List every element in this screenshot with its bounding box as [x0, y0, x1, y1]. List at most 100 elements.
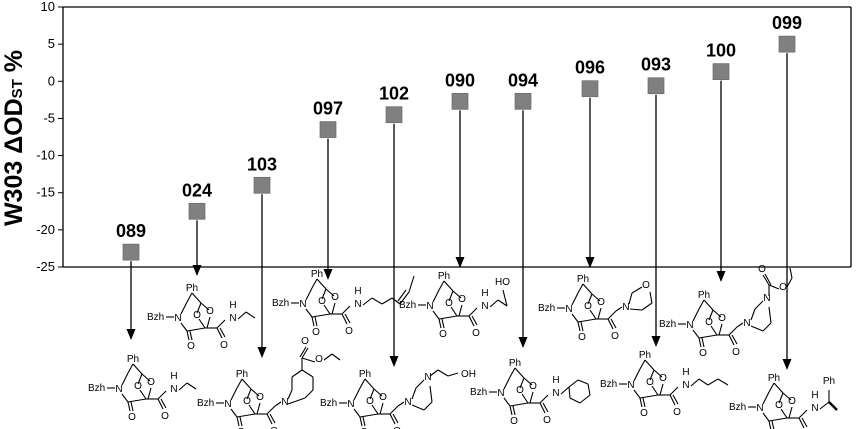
bond	[311, 313, 331, 318]
bond	[269, 413, 276, 424]
data-point-099	[778, 35, 796, 53]
y-tick-label: -5	[43, 110, 55, 125]
bond	[762, 412, 770, 422]
bond	[432, 289, 440, 303]
bond	[750, 308, 756, 321]
bond	[239, 416, 243, 427]
atom-label: O	[161, 411, 169, 422]
bond	[587, 293, 593, 305]
atom-label: O	[779, 282, 787, 293]
bond	[778, 392, 784, 404]
bond	[186, 330, 190, 341]
bond	[364, 378, 375, 390]
bond	[571, 292, 579, 306]
atom-label: N	[481, 301, 488, 312]
bond	[798, 417, 805, 429]
bond	[773, 382, 784, 394]
bond	[672, 394, 679, 405]
bond	[768, 417, 788, 422]
bond	[248, 404, 256, 415]
bond	[216, 327, 223, 339]
bond	[305, 287, 313, 301]
atom-label: Bzh	[147, 312, 164, 323]
bond	[539, 394, 549, 404]
data-point-094	[514, 92, 532, 110]
bond	[157, 398, 164, 410]
bond	[132, 363, 143, 375]
bond	[438, 315, 458, 320]
bond	[236, 416, 240, 427]
atom-label: O	[134, 381, 142, 392]
bond	[423, 401, 433, 411]
arrow-head-024	[192, 265, 202, 276]
bond	[707, 378, 719, 386]
bond	[519, 377, 525, 389]
atom-label: N	[622, 302, 629, 313]
y-tick-label: -10	[36, 148, 55, 163]
bond	[568, 386, 571, 399]
bond	[649, 369, 655, 381]
atom-label: O	[788, 396, 796, 407]
atom-label: Bzh	[729, 402, 746, 413]
bond	[287, 389, 293, 400]
bond	[341, 305, 351, 315]
bond	[577, 321, 581, 332]
atom-label: O	[642, 280, 650, 291]
bond	[325, 288, 335, 297]
bond	[316, 278, 327, 290]
atom-label: O	[699, 348, 707, 359]
bond	[397, 289, 407, 302]
bond	[186, 292, 193, 303]
atom-label: HO	[495, 277, 510, 288]
bond	[580, 321, 584, 332]
point-label-097: 097	[313, 99, 343, 119]
atom-label: N	[552, 388, 559, 399]
bond	[180, 301, 188, 315]
atom-label: Ph	[311, 269, 323, 280]
atom-label: Ph	[577, 274, 589, 285]
data-point-097	[319, 121, 337, 138]
bond	[560, 386, 570, 395]
bond	[189, 330, 193, 341]
atom-label: O	[529, 381, 537, 392]
bond	[448, 290, 454, 302]
data-point-093	[647, 77, 665, 95]
atom-label: Bzh	[600, 379, 617, 390]
bond	[669, 386, 679, 396]
bond	[762, 322, 772, 332]
bond	[471, 315, 478, 326]
bond	[768, 284, 780, 290]
atom-label: N	[682, 380, 689, 391]
y-tick-label: 0	[48, 73, 55, 88]
atom-label: O	[718, 313, 726, 324]
bond	[642, 397, 646, 408]
bond	[768, 382, 775, 393]
bond	[266, 405, 276, 415]
bond	[305, 308, 313, 318]
point-label-099: 099	[772, 13, 802, 33]
bond	[610, 318, 617, 329]
atom-label: Bzh	[197, 398, 214, 409]
atom-label: Ph	[509, 358, 521, 369]
bond	[241, 378, 252, 390]
bond	[274, 401, 282, 407]
bond	[669, 394, 676, 406]
bond	[311, 316, 315, 327]
bond	[447, 372, 459, 377]
bond	[266, 413, 273, 425]
structure: BzhNPhOOOONHPh	[729, 373, 838, 429]
atom-label: N	[115, 384, 122, 395]
bond	[180, 322, 188, 332]
bond	[736, 322, 744, 328]
atom-label: N	[224, 399, 231, 410]
arrow-head-102	[389, 356, 399, 367]
atom-label: H	[811, 390, 818, 401]
bond	[698, 299, 705, 310]
atom-label: O	[640, 408, 648, 419]
bond	[718, 323, 723, 336]
atom-label: N	[229, 313, 236, 324]
